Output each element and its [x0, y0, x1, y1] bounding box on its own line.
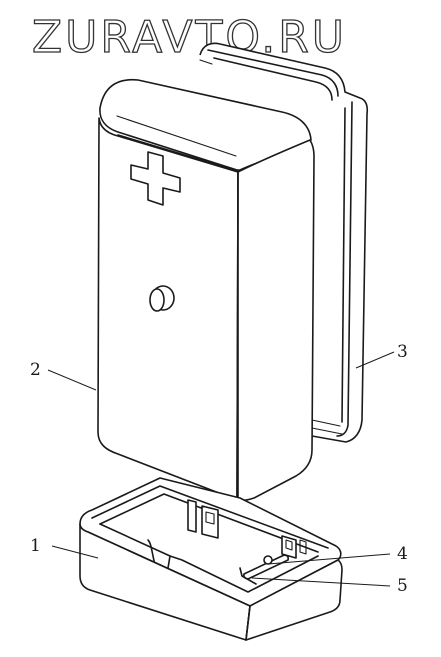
watermark-text: ZURAVTO.RU — [32, 12, 347, 63]
callout-label-2: 2 — [30, 360, 41, 380]
callout-label-4: 4 — [397, 544, 408, 564]
part-5-latch-clip — [239, 567, 257, 585]
leader-line-2 — [47, 369, 97, 391]
latch-knob-icon — [149, 285, 175, 312]
part-2-case-body — [97, 78, 315, 502]
leader-line-4 — [267, 553, 391, 565]
cross-emblem-icon — [130, 151, 181, 206]
callout-label-5: 5 — [397, 576, 408, 596]
leader-line-1 — [51, 545, 99, 559]
callout-label-1: 1 — [30, 536, 41, 556]
leader-line-3 — [355, 351, 395, 369]
callout-label-3: 3 — [397, 342, 408, 362]
leader-line-5 — [251, 577, 391, 587]
part-1-base-tray — [79, 477, 343, 641]
